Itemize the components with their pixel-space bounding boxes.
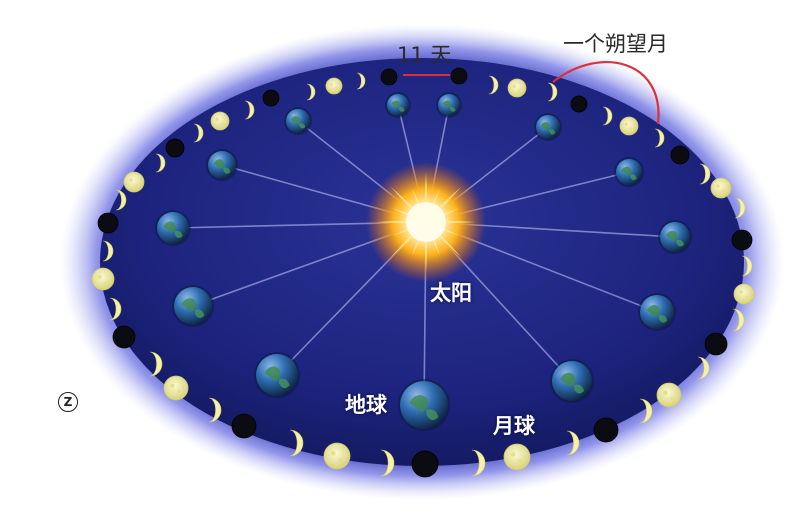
- earth-icon: [658, 220, 692, 254]
- moon-phase-icon: [91, 267, 115, 291]
- moon-phase-icon: [115, 189, 127, 211]
- moon-phase-icon: [356, 72, 366, 90]
- moon-phase-icon: [503, 443, 531, 471]
- moon-phase-icon: [570, 95, 588, 113]
- moon-phase-icon: [697, 356, 710, 380]
- earth-icon: [385, 92, 411, 118]
- moon-phase-icon: [710, 177, 732, 199]
- moon-phase-icon: [109, 297, 122, 321]
- moon-phase-icon: [734, 197, 746, 219]
- lunation-label: 一个朔望月: [563, 32, 668, 56]
- moon-phase-icon: [488, 75, 499, 95]
- moon-phase-icon: [732, 308, 745, 332]
- moon-phase-icon: [306, 83, 316, 101]
- moon-label: 月球: [493, 414, 535, 438]
- earth-icon: [155, 210, 191, 246]
- earth-icon: [550, 359, 594, 403]
- moon-phase-icon: [97, 212, 119, 234]
- moon-phase-icon: [670, 145, 690, 165]
- moon-phase-icon: [411, 450, 439, 478]
- moon-phase-icon: [639, 398, 653, 424]
- earth-icon: [172, 285, 214, 327]
- earth-positions: [155, 92, 692, 431]
- earth-icon: [254, 352, 300, 398]
- moon-phase-icon: [450, 67, 468, 85]
- moon-phase-icon: [231, 413, 257, 439]
- moon-phase-icon: [593, 417, 619, 443]
- moon-phase-icon: [741, 255, 753, 277]
- earth-icon: [614, 157, 644, 187]
- moon-phase-icon: [112, 325, 136, 349]
- sun-icon: [366, 162, 486, 282]
- moon-phase-icon: [165, 138, 185, 158]
- moon-phase-icon: [208, 397, 222, 423]
- moon-phase-icon: [704, 332, 728, 356]
- moon-phase-icon: [656, 382, 682, 408]
- moon-phase-icon: [102, 240, 114, 262]
- earth-icon: [206, 149, 238, 181]
- moon-phase-icon: [471, 449, 486, 477]
- moon-phase-icon: [325, 77, 343, 95]
- moon-phase-icon: [149, 351, 163, 377]
- earth-icon: [284, 107, 312, 135]
- earth-icon: [534, 113, 562, 141]
- earth-icon: [436, 92, 462, 118]
- moon-phase-icon: [731, 229, 753, 251]
- moon-phase-icon: [155, 153, 166, 173]
- figure-marker: Z: [58, 392, 78, 412]
- earth-icon: [398, 379, 450, 431]
- moon-phase-icon: [323, 442, 351, 470]
- moon-phase-icon: [566, 430, 580, 456]
- moon-phase-icon: [619, 116, 639, 136]
- interval-label: 11 天: [397, 43, 452, 67]
- moon-phase-icon: [193, 123, 204, 143]
- moon-phase-icon: [733, 283, 755, 305]
- moon-phase-icon: [602, 106, 613, 126]
- moon-phase-icon: [289, 429, 304, 457]
- moon-phase-icon: [262, 89, 280, 107]
- moon-phase-icon: [380, 68, 398, 86]
- moon-phases: [91, 67, 755, 478]
- moon-phase-icon: [163, 375, 189, 401]
- moon-phase-icon: [123, 171, 145, 193]
- moon-phase-icon: [547, 82, 558, 102]
- sun-label: 太阳: [430, 281, 472, 305]
- moon-phase-icon: [380, 449, 395, 477]
- lunation-arc: [552, 61, 660, 125]
- moon-phase-icon: [244, 100, 255, 120]
- earth-icon: [638, 293, 676, 331]
- earth-label: 地球: [345, 393, 387, 417]
- moon-phase-icon: [654, 128, 665, 148]
- moon-phase-icon: [507, 78, 527, 98]
- moon-phase-icon: [699, 163, 711, 185]
- moon-phase-icon: [210, 111, 230, 131]
